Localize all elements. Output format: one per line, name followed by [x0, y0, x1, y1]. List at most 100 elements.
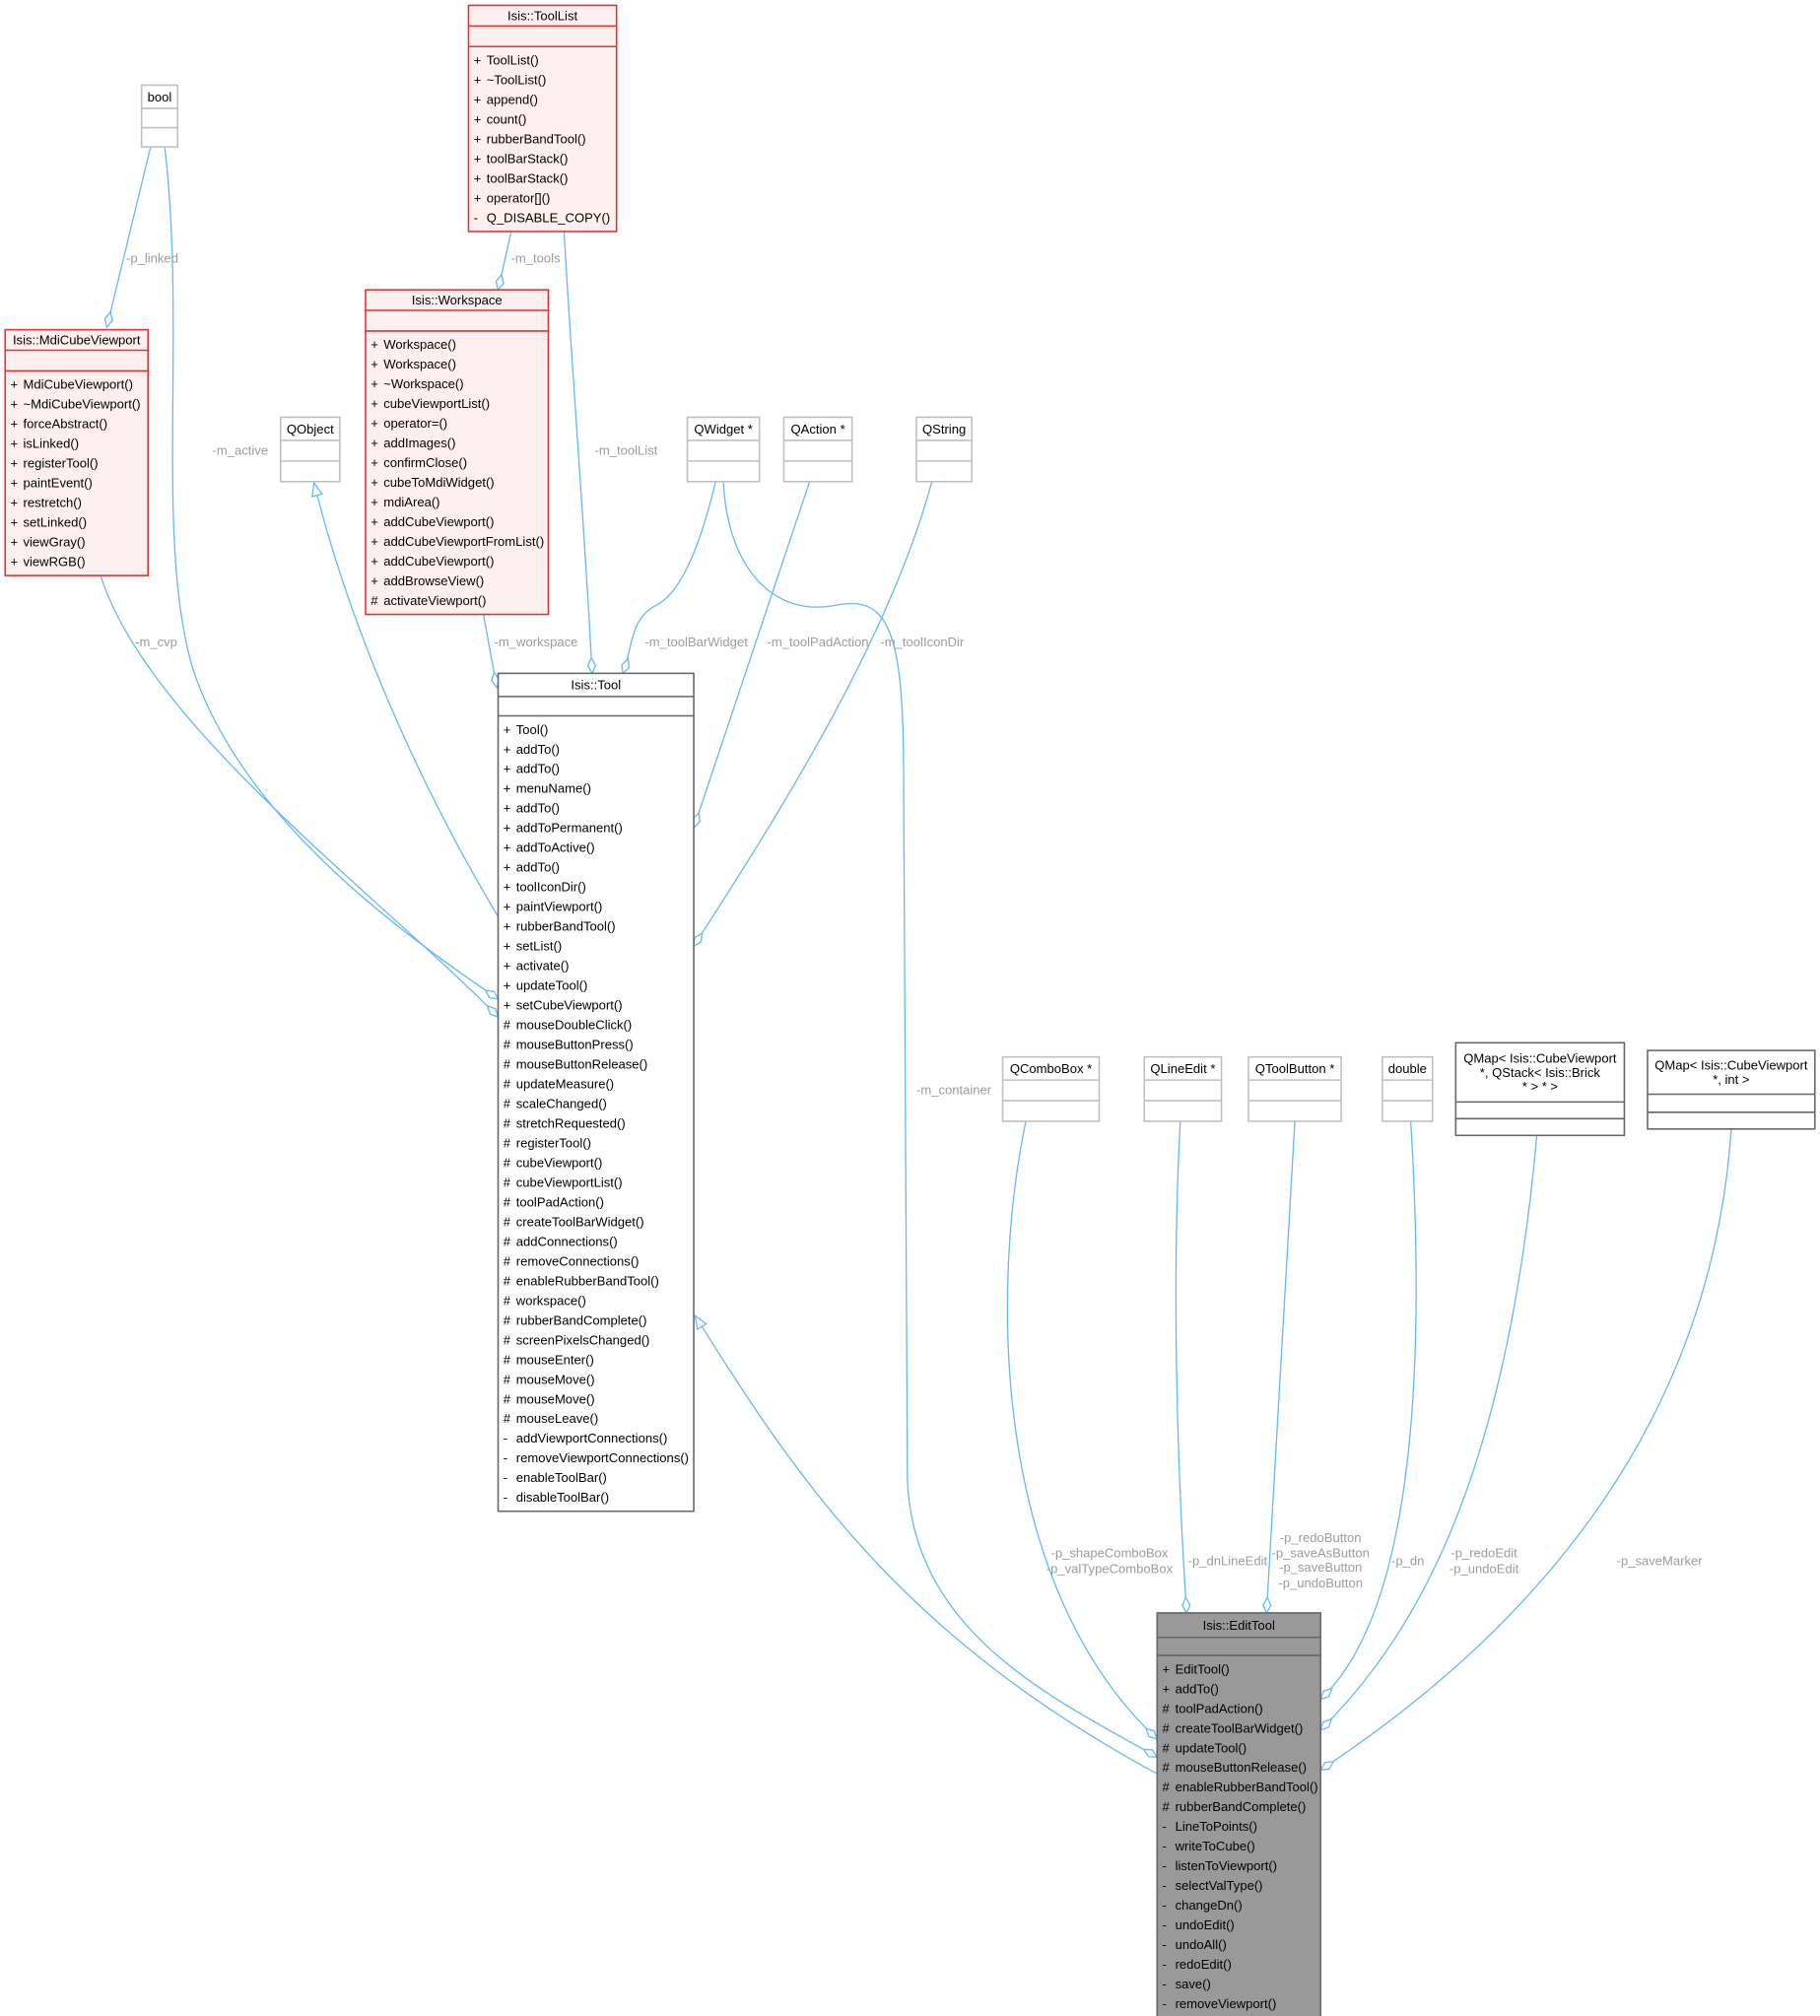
class-bool[interactable]: bool: [140, 84, 179, 148]
class-qaction[interactable]: QAction *: [782, 416, 853, 483]
edge-double: [1320, 1120, 1417, 1699]
class-title: * > * >: [1522, 1079, 1558, 1094]
member-visibility: -: [1163, 1917, 1167, 1932]
member-method: enableRubberBandTool(): [1176, 1780, 1318, 1794]
member-method: rubberBandComplete(): [1176, 1799, 1307, 1814]
member-method: stretchRequested(): [516, 1115, 626, 1130]
label-combo: -p_shapeComboBox: [1050, 1546, 1168, 1561]
member-method: confirmClose(): [383, 455, 467, 470]
member-method: addToPermanent(): [516, 821, 623, 836]
class-workspace[interactable]: Isis::Workspace+Workspace()+Workspace()+…: [365, 289, 550, 616]
label-p-saveMarker: -p_saveMarker: [1617, 1554, 1704, 1569]
class-double[interactable]: double: [1382, 1055, 1434, 1122]
member-visibility: #: [504, 1155, 511, 1170]
member-visibility: +: [371, 573, 378, 588]
member-method: count(): [487, 111, 527, 126]
member-visibility: +: [474, 111, 482, 126]
class-qmapstack[interactable]: QMap< Isis::CubeViewport*, QStack< Isis:…: [1454, 1042, 1626, 1137]
member-method: setList(): [516, 939, 562, 954]
member-method: updateTool(): [1176, 1740, 1247, 1755]
class-mdi[interactable]: Isis::MdiCubeViewport+MdiCubeViewport()+…: [4, 328, 149, 576]
class-edittool[interactable]: Isis::EditTool+EditTool()+addTo()#toolPa…: [1156, 1612, 1321, 2016]
member-method: registerTool(): [24, 456, 99, 471]
member-visibility: +: [474, 93, 482, 107]
member-method: removeConnections(): [516, 1253, 640, 1268]
class-title: *, int >: [1713, 1072, 1749, 1087]
class-qobject[interactable]: QObject: [279, 416, 341, 483]
class-qlineedit[interactable]: QLineEdit *: [1143, 1055, 1223, 1122]
member-visibility: +: [10, 377, 18, 392]
class-title: QObject: [287, 422, 334, 437]
member-method: mouseEnter(): [516, 1352, 594, 1367]
edge-qmap-int: [1320, 1128, 1732, 1770]
member-method: addBrowseView(): [383, 573, 484, 588]
member-method: writeToCube(): [1175, 1839, 1255, 1853]
member-method: enableRubberBandTool(): [516, 1273, 659, 1288]
label-m-active: -m_active: [213, 442, 269, 457]
member-method: removeViewportConnections(): [516, 1450, 689, 1465]
member-method: rubberBandTool(): [487, 131, 586, 146]
member-visibility: -: [1163, 1898, 1167, 1913]
class-tool[interactable]: Isis::Tool+Tool()+addTo()+addTo()+menuNa…: [497, 672, 695, 1512]
member-visibility: #: [504, 1332, 511, 1347]
class-qtoolbutton[interactable]: QToolButton *: [1247, 1055, 1342, 1122]
member-method: createToolBarWidget(): [1176, 1720, 1304, 1735]
member-method: addTo(): [516, 762, 560, 776]
member-method: selectValType(): [1176, 1878, 1263, 1893]
edge-m-tools: [499, 226, 513, 290]
class-qwidget[interactable]: QWidget *: [686, 416, 761, 483]
member-method: undoAll(): [1176, 1937, 1227, 1952]
class-title: *, QStack< Isis::Brick: [1480, 1065, 1601, 1080]
class-box: [1143, 1055, 1223, 1122]
class-box: [467, 4, 618, 233]
edge-m-cvp: [98, 570, 499, 1017]
class-qcombobox[interactable]: QComboBox *: [1001, 1055, 1101, 1122]
class-box: [782, 416, 853, 483]
member-method: toolBarStack(): [487, 151, 569, 166]
member-visibility: +: [504, 840, 511, 855]
label-p-dnLineEdit: -p_dnLineEdit: [1188, 1554, 1268, 1569]
class-title: QLineEdit *: [1150, 1061, 1215, 1076]
class-box: [279, 416, 341, 483]
member-method: menuName(): [516, 781, 591, 796]
member-visibility: #: [504, 1214, 511, 1229]
class-box: [1647, 1049, 1816, 1130]
member-method: Q_DISABLE_COPY(): [487, 210, 610, 225]
member-visibility: +: [504, 959, 511, 974]
member-visibility: -: [504, 1490, 507, 1505]
member-visibility: -: [1163, 1858, 1167, 1873]
member-method: cubeViewportList(): [383, 396, 490, 411]
member-method: mouseLeave(): [516, 1411, 598, 1426]
member-visibility: +: [371, 455, 378, 470]
edge-labels: -p_linked -m_active -m_cvp -m_tools -m_t…: [126, 251, 1703, 1590]
member-visibility: #: [1163, 1760, 1171, 1775]
member-method: cubeToMdiWidget(): [383, 475, 494, 490]
class-box: [915, 416, 973, 483]
member-visibility: #: [1163, 1780, 1171, 1794]
class-toollist[interactable]: Isis::ToolList+ToolList()+~ToolList()+ap…: [467, 4, 618, 233]
member-method: restretch(): [24, 496, 82, 510]
class-qmapint[interactable]: QMap< Isis::CubeViewport*, int >: [1647, 1049, 1816, 1130]
member-method: Workspace(): [383, 357, 456, 371]
member-method: mouseMove(): [516, 1372, 595, 1386]
member-visibility: +: [504, 939, 511, 954]
member-visibility: #: [504, 1273, 511, 1288]
member-visibility: #: [504, 1391, 511, 1406]
member-method: mouseButtonRelease(): [516, 1057, 647, 1072]
member-method: addTo(): [516, 742, 560, 757]
member-visibility: +: [371, 495, 378, 509]
member-method: paintViewport(): [516, 900, 603, 914]
label-m-tools: -m_tools: [511, 251, 562, 266]
member-visibility: #: [504, 1293, 511, 1308]
member-visibility: +: [371, 475, 378, 490]
member-visibility: #: [504, 1175, 511, 1189]
class-title: QMap< Isis::CubeViewport: [1463, 1051, 1617, 1066]
member-visibility: #: [504, 1096, 511, 1110]
member-method: ~MdiCubeViewport(): [24, 397, 141, 412]
member-method: rubberBandTool(): [516, 919, 616, 934]
class-qstring[interactable]: QString: [915, 416, 973, 483]
member-method: changeDn(): [1176, 1898, 1243, 1913]
member-visibility: +: [504, 781, 511, 796]
member-visibility: +: [474, 131, 482, 146]
member-method: paintEvent(): [24, 476, 93, 491]
